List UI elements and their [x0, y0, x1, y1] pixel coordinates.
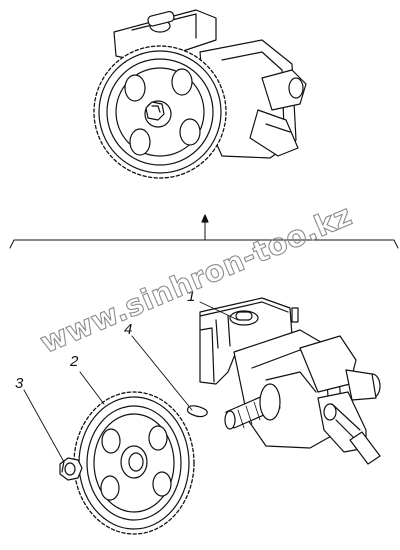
part-2-gear-hole	[100, 475, 120, 501]
callout-4: 4	[124, 321, 132, 338]
assembled-pump-valve	[249, 109, 299, 157]
leader-line-1	[199, 301, 239, 321]
assembled-gear-hole	[171, 68, 193, 96]
leader-line-4	[131, 335, 193, 411]
callout-3: 3	[15, 375, 24, 392]
assembled-gear-hole	[179, 118, 201, 146]
part-2-drive-gear	[73, 391, 195, 535]
leader-line-3	[23, 389, 65, 463]
assembled-gear-hole	[129, 128, 151, 156]
part-3-nut	[59, 457, 83, 481]
assembled-oil-pump	[93, 9, 307, 179]
callout-1: 1	[187, 288, 195, 305]
part-1-oil-pump-body	[199, 297, 381, 465]
leader-lines	[23, 301, 239, 463]
part-4-key	[186, 405, 208, 418]
leader-line-2	[79, 371, 105, 405]
callout-2: 2	[69, 353, 79, 370]
part-1-oil-pipe	[349, 431, 381, 465]
part-2-gear-hole	[101, 428, 121, 454]
assembled-gear-nut	[145, 101, 165, 121]
part-2-gear-hole	[148, 425, 168, 451]
part-2-gear-hole	[152, 471, 172, 497]
assembled-gear-hole	[124, 74, 146, 102]
assembly-arrow	[9, 214, 399, 249]
